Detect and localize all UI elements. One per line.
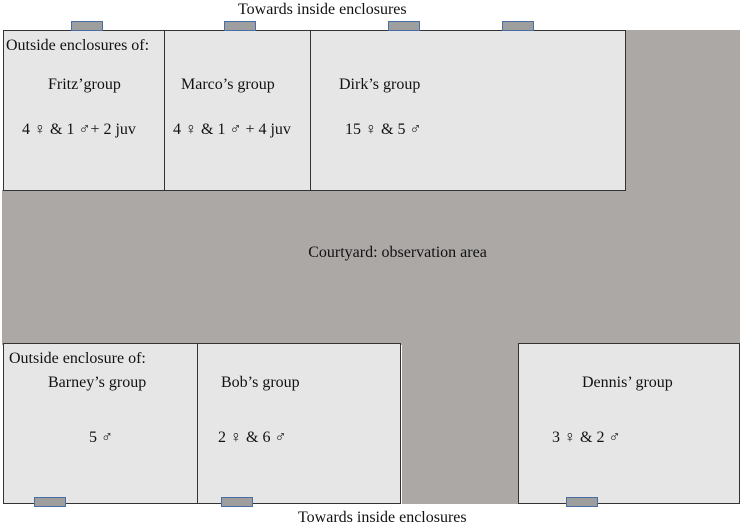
dirk-group-name: Dirk’s group bbox=[339, 76, 421, 93]
courtyard-label: Courtyard: observation area bbox=[308, 244, 487, 261]
enclosure-dennis bbox=[518, 343, 740, 504]
enclosure-marco bbox=[164, 30, 311, 191]
door-top-marco bbox=[224, 21, 256, 31]
top-section-label: Outside enclosures of: bbox=[6, 37, 150, 54]
door-bottom-barney bbox=[34, 497, 66, 507]
enclosure-fritz bbox=[3, 30, 165, 191]
enclosure-bob bbox=[197, 343, 401, 504]
courtyard-strip bbox=[402, 345, 518, 504]
dirk-group-count: 15 ♀ & 5 ♂ bbox=[345, 121, 422, 138]
bob-group-count: 2 ♀ & 6 ♂ bbox=[218, 429, 287, 446]
door-top-fritz bbox=[71, 21, 103, 31]
bob-group-name: Bob’s group bbox=[221, 374, 300, 391]
bottom-direction-label: Towards inside enclosures bbox=[298, 509, 467, 526]
bottom-section-label: Outside enclosure of: bbox=[9, 350, 146, 367]
enclosure-barney bbox=[3, 343, 198, 504]
door-top-dirk-1 bbox=[388, 21, 420, 31]
dennis-group-count: 3 ♀ & 2 ♂ bbox=[552, 429, 621, 446]
barney-group-name: Barney’s group bbox=[48, 374, 147, 391]
top-direction-label: Towards inside enclosures bbox=[238, 1, 407, 18]
fritz-group-name: Fritz’group bbox=[48, 76, 121, 93]
door-bottom-bob bbox=[221, 497, 253, 507]
fritz-group-count: 4 ♀ & 1 ♂+ 2 juv bbox=[22, 121, 136, 138]
marco-group-count: 4 ♀ & 1 ♂ + 4 juv bbox=[173, 121, 291, 138]
marco-group-name: Marco’s group bbox=[181, 76, 275, 93]
dennis-group-name: Dennis’ group bbox=[582, 374, 673, 391]
door-top-dirk-2 bbox=[502, 21, 534, 31]
enclosure-dirk bbox=[310, 30, 626, 191]
barney-group-count: 5 ♂ bbox=[89, 429, 113, 446]
door-bottom-dennis bbox=[566, 497, 598, 507]
